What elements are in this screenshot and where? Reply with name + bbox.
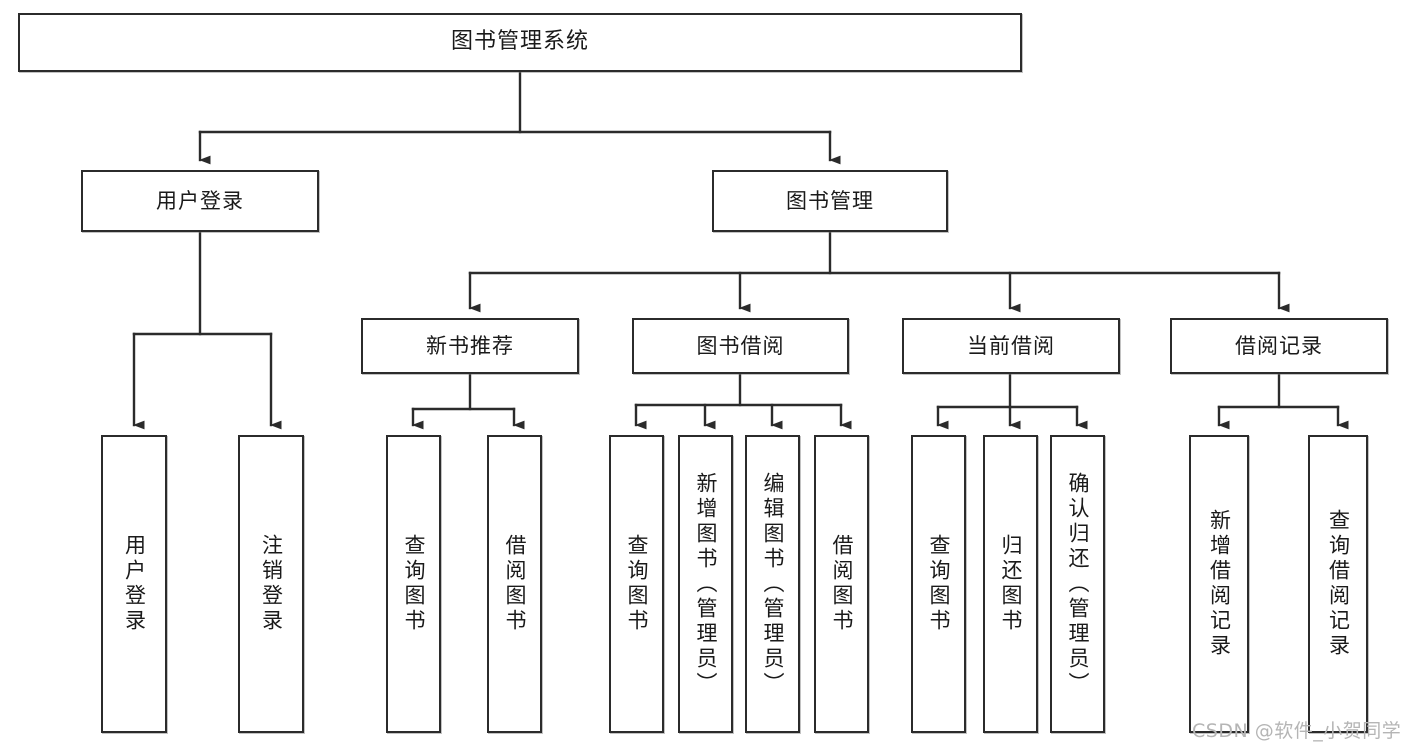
node-leaf-borrow-book-rec[interactable]: 借阅图书 (487, 435, 542, 733)
node-leaf-borrow-book[interactable]: 借阅图书 (814, 435, 869, 733)
node-leaf-add-borrow-record-label: 新增借阅记录 (1207, 509, 1232, 659)
node-root-label: 图书管理系统 (450, 29, 589, 55)
node-leaf-return-book[interactable]: 归还图书 (983, 435, 1038, 733)
node-borrow-record-label: 借阅记录 (1235, 333, 1323, 358)
node-leaf-user-login-label: 用户登录 (122, 534, 147, 634)
node-leaf-query-borrow-record[interactable]: 查询借阅记录 (1308, 435, 1368, 733)
node-leaf-return-book-label: 归还图书 (998, 534, 1023, 634)
node-leaf-confirm-return-admin-label: 确认归还（管理员） (1065, 471, 1090, 697)
node-leaf-confirm-return-admin[interactable]: 确认归还（管理员） (1050, 435, 1105, 733)
node-leaf-add-borrow-record[interactable]: 新增借阅记录 (1189, 435, 1249, 733)
node-new-book-rec-label: 新书推荐 (426, 333, 514, 358)
node-leaf-query-book-current[interactable]: 查询图书 (911, 435, 966, 733)
node-leaf-query-book-rec-label: 查询图书 (401, 534, 426, 634)
node-book-borrow[interactable]: 图书借阅 (632, 318, 849, 374)
node-leaf-user-logout-label: 注销登录 (259, 534, 284, 634)
node-leaf-edit-book-admin[interactable]: 编辑图书（管理员） (745, 435, 800, 733)
node-book-manage[interactable]: 图书管理 (712, 170, 948, 232)
node-leaf-borrow-book-rec-label: 借阅图书 (502, 534, 527, 634)
node-leaf-borrow-book-label: 借阅图书 (829, 534, 854, 634)
node-leaf-add-book-admin-label: 新增图书（管理员） (693, 471, 718, 697)
node-borrow-record[interactable]: 借阅记录 (1170, 318, 1388, 374)
watermark: CSDN @软件_小贺同学 (1192, 720, 1402, 742)
node-leaf-user-login[interactable]: 用户登录 (101, 435, 167, 733)
node-new-book-rec[interactable]: 新书推荐 (361, 318, 579, 374)
node-current-borrow[interactable]: 当前借阅 (902, 318, 1120, 374)
node-root[interactable]: 图书管理系统 (18, 13, 1022, 72)
node-leaf-query-book-borrow[interactable]: 查询图书 (609, 435, 664, 733)
node-user-login-label: 用户登录 (156, 188, 244, 213)
node-leaf-edit-book-admin-label: 编辑图书（管理员） (760, 471, 785, 697)
node-leaf-add-book-admin[interactable]: 新增图书（管理员） (678, 435, 733, 733)
node-book-borrow-label: 图书借阅 (696, 333, 785, 358)
node-leaf-user-logout[interactable]: 注销登录 (238, 435, 304, 733)
node-leaf-query-book-borrow-label: 查询图书 (624, 534, 649, 634)
node-leaf-query-book-current-label: 查询图书 (926, 534, 951, 634)
node-current-borrow-label: 当前借阅 (967, 333, 1055, 358)
node-user-login[interactable]: 用户登录 (81, 170, 319, 232)
node-book-manage-label: 图书管理 (786, 188, 874, 213)
node-leaf-query-borrow-record-label: 查询借阅记录 (1326, 509, 1351, 659)
node-leaf-query-book-rec[interactable]: 查询图书 (386, 435, 441, 733)
